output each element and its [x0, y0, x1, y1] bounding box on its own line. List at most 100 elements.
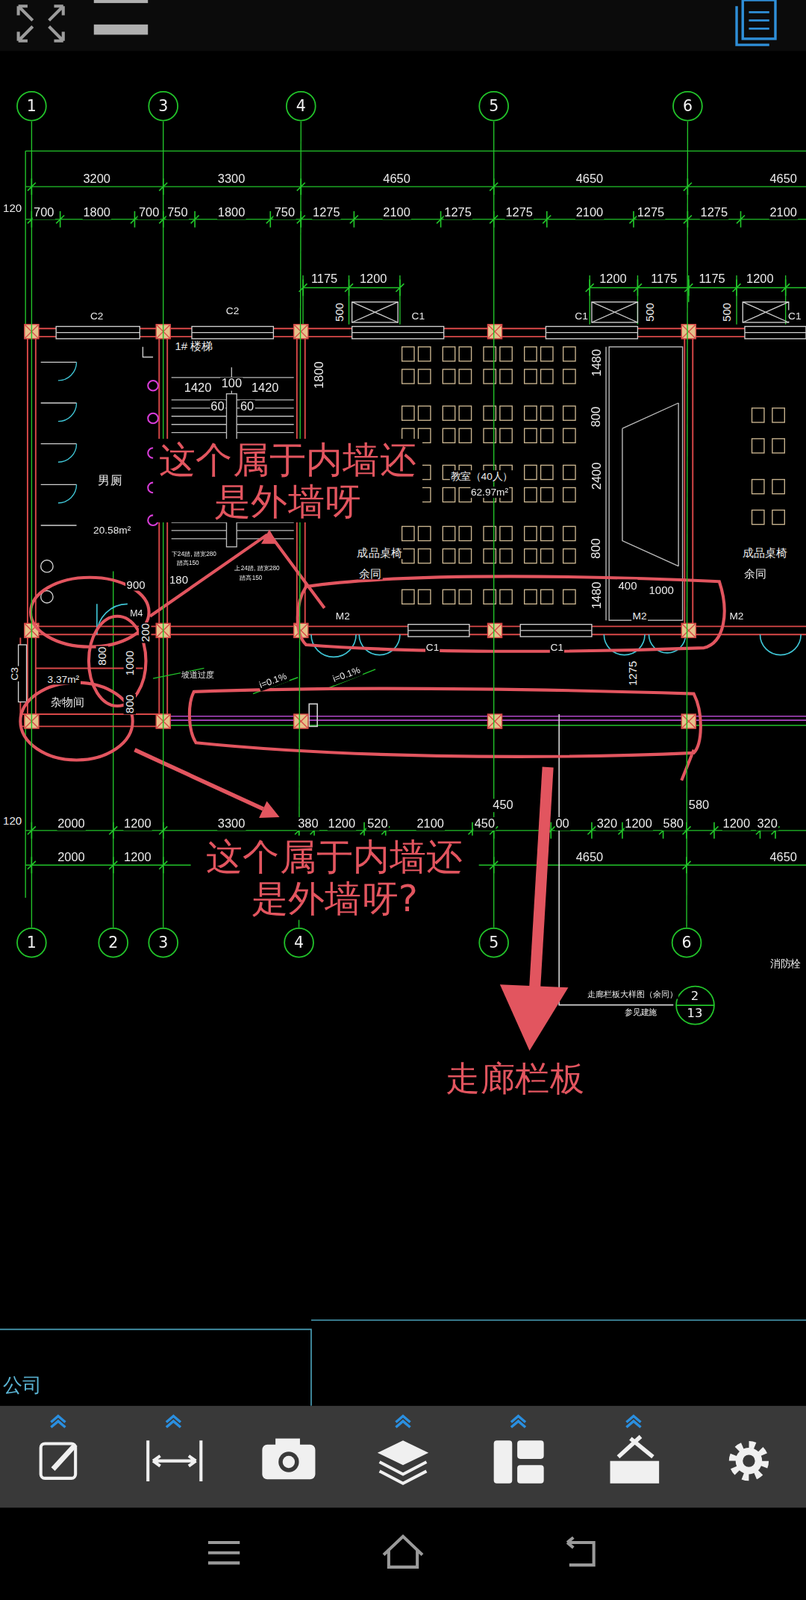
- dimension-text: 750: [273, 205, 296, 219]
- axis-number: 3: [158, 98, 168, 115]
- plan-path: [191, 211, 200, 228]
- bubble-content: 3: [147, 91, 179, 122]
- dimension-text: 2100: [574, 205, 604, 219]
- plan-rect: [418, 369, 431, 384]
- plan-rect: [541, 548, 554, 563]
- plan-label: C3: [8, 665, 20, 681]
- plan-rect: [772, 408, 785, 423]
- plan-label: 62.97m²: [470, 485, 510, 498]
- plan-path: [108, 822, 118, 839]
- plan-path: [605, 347, 606, 621]
- plan-rect: [541, 347, 554, 362]
- plan-rect: [563, 464, 576, 480]
- plan-rect: [500, 548, 512, 563]
- dimension-text: 1480: [590, 580, 604, 610]
- dimension-text: 1200: [598, 271, 628, 286]
- plan-path: [379, 1461, 427, 1484]
- plan-path: [25, 150, 806, 337]
- bubble-content: 5: [478, 927, 509, 959]
- plan-rect: [500, 405, 512, 421]
- axis-bubble: 5: [478, 927, 509, 959]
- plan-path: [134, 750, 263, 809]
- dimension-text: 100: [220, 376, 243, 391]
- dimension-text: 800: [123, 693, 137, 715]
- dimension-text: 1420: [250, 381, 280, 395]
- plan-path: [487, 623, 502, 638]
- plan-label: 余同: [742, 567, 768, 580]
- plan-rect: [442, 405, 455, 421]
- plan-rect: [442, 548, 455, 563]
- dimension-text: 4650: [574, 850, 604, 864]
- plan-rect: [563, 347, 576, 362]
- plan-path: [587, 822, 596, 839]
- plan-rect: [563, 428, 576, 443]
- axis-bubble: 4: [283, 927, 315, 959]
- plan-label: M2: [334, 609, 351, 621]
- plan-path: [163, 716, 806, 721]
- plan-path: [626, 1416, 641, 1428]
- plan-path: [633, 279, 642, 297]
- plan-polygon: [500, 984, 569, 1051]
- dimension-text: 2100: [415, 816, 445, 830]
- bubble-content: 213: [674, 985, 715, 1025]
- plan-rect: [524, 464, 537, 480]
- plan-label: 成品桌椅: [355, 547, 403, 560]
- dimension-text: 1200: [326, 816, 356, 830]
- plan-label: M4: [129, 608, 145, 620]
- plan-label: 参见建施: [623, 1008, 658, 1018]
- plan-path: [759, 634, 801, 655]
- plan-rect: [563, 526, 576, 541]
- plan-label: 踏高150: [238, 573, 264, 581]
- bubble-content: 4: [285, 91, 317, 122]
- axis-bubble: 6: [672, 91, 704, 122]
- annotation-note: 走廊栏板: [444, 1059, 586, 1098]
- plan-path: [27, 331, 693, 721]
- dimension-text: 1275: [626, 659, 640, 687]
- plan-path: [55, 332, 806, 631]
- dimension-text: 4650: [382, 171, 412, 186]
- plan-label: M2: [728, 609, 745, 621]
- dimension-text: 450: [473, 816, 496, 830]
- dimension-text: 1275: [443, 205, 473, 219]
- axis-line: [31, 121, 33, 928]
- axis-bubble: 4: [285, 91, 317, 122]
- dimension-text: 2000: [56, 816, 86, 830]
- dimension-text: 1000: [647, 583, 675, 597]
- plan-path: [166, 1416, 181, 1428]
- plan-rect: [442, 347, 455, 362]
- axis-number: 5: [488, 935, 499, 951]
- plan-rect: [517, 1440, 545, 1460]
- plan-rect: [610, 1461, 660, 1484]
- axis-number: 2: [108, 935, 118, 951]
- plan-rect: [500, 526, 512, 541]
- plan-path: [534, 767, 548, 992]
- axis-bubble: 3: [147, 927, 179, 959]
- plan-rect: [524, 487, 537, 502]
- plan-path: [622, 403, 679, 567]
- plan-path: [0, 1320, 806, 1407]
- toilet-fixtures: [41, 347, 153, 604]
- bubble-circle: [148, 928, 178, 958]
- bubble-content: 1: [16, 91, 48, 122]
- plan-g: [50, 1416, 641, 1428]
- plan-rect: [752, 408, 765, 423]
- plan-rect: [517, 1464, 545, 1484]
- bottom-toolbar: [0, 1406, 806, 1509]
- plan-rect: [563, 487, 576, 502]
- plan-rect: [500, 369, 512, 384]
- dimension-text: 2400: [590, 461, 604, 491]
- bubble-circle: [479, 91, 509, 121]
- plan-path: [52, 1444, 76, 1470]
- plan-path: [781, 279, 790, 297]
- bubble-circle: [17, 928, 47, 958]
- plan-polygon: [261, 529, 278, 545]
- plan-rect: [752, 438, 765, 454]
- plan-rect: [681, 623, 696, 638]
- dimension-text: 1200: [721, 816, 751, 830]
- dimension-text: 200: [138, 622, 152, 644]
- dimension-text: 2000: [56, 850, 86, 864]
- plan-rect: [402, 526, 415, 541]
- dimension-text: 1275: [311, 205, 342, 219]
- dimension-text: 500: [644, 301, 657, 323]
